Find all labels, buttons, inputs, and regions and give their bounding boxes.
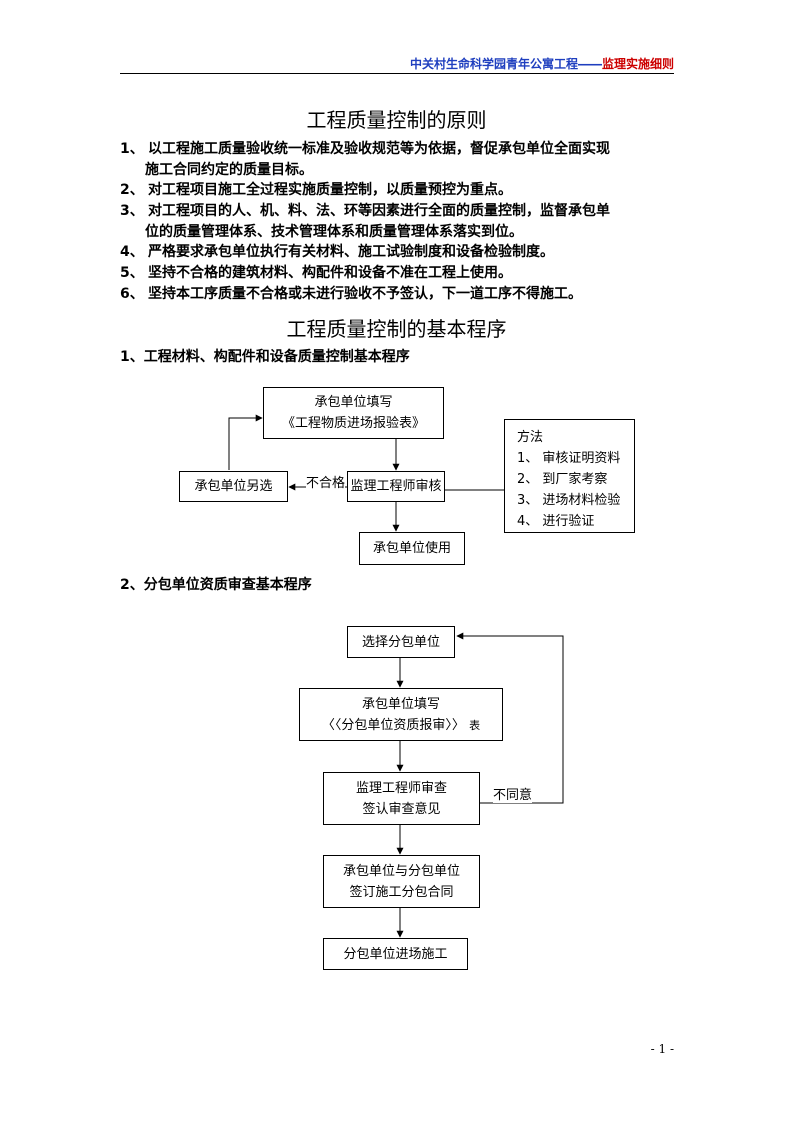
flow1-fill-form-box: 承包单位填写 《工程物质进场报验表》 [263,387,444,439]
subsection1-title: 1、工程材料、构配件和设备质量控制基本程序 [120,349,410,365]
item-number: 6、 [120,286,144,302]
item-text: 严格要求承包单位执行有关材料、施工试验制度和设备检验制度。 [148,244,554,260]
header-rule [120,73,674,74]
section1-title: 工程质量控制的原则 [306,108,487,132]
methods-item: 1、 审核证明资料 [517,451,621,466]
flow2-enter-box: 分包单位进场施工 [323,938,468,970]
item-text: 坚持不合格的建筑材料、构配件和设备不准在工程上使用。 [148,265,512,281]
principle-item-4: 4、严格要求承包单位执行有关材料、施工试验制度和设备检验制度。 [120,242,680,263]
item-text-cont: 施工合同约定的质量目标。 [145,162,313,178]
flow2-review-box: 监理工程师审查 签认审查意见 [323,772,480,825]
item-text: 对工程项目施工全过程实施质量控制，以质量预控为重点。 [148,182,512,198]
subsection2-title: 2、分包单位资质审查基本程序 [120,577,312,593]
flow2-reject-label: 不同意 [493,784,533,803]
box-text-suffix: 表 [469,718,481,732]
flow1-methods-box: 方法 1、 审核证明资料 2、 到厂家考察 3、 进场材料检验 4、 进行验证 [504,419,635,533]
item-number: 3、 [120,203,144,219]
principle-item-3: 3、对工程项目的人、机、料、法、环等因素进行全面的质量控制，监督承包单 位的质量… [120,201,680,243]
header-separator: ―― [577,57,602,71]
flow1-review-box: 监理工程师审核 [347,471,445,502]
flow1-use-box: 承包单位使用 [359,532,465,565]
box-text: 监理工程师审核 [350,479,442,494]
box-text: 承包单位填写 [314,395,393,410]
item-text: 对工程项目的人、机、料、法、环等因素进行全面的质量控制，监督承包单 [148,203,610,219]
box-text: 签订施工分包合同 [349,884,454,900]
item-number: 1、 [120,141,144,157]
item-text: 坚持本工序质量不合格或未进行验收不予签认，下一道工序不得施工。 [148,286,582,302]
page-header: 中关村生命科学园青年公寓工程――监理实施细则 [120,55,674,72]
page-number: - 1 - [650,1042,674,1056]
principle-item-5: 5、坚持不合格的建筑材料、构配件和设备不准在工程上使用。 [120,263,680,284]
flow2-contract-box: 承包单位与分包单位 签订施工分包合同 [323,855,480,908]
arrow-reject-loop [456,632,564,804]
box-text: 选择分包单位 [361,634,440,650]
box-text: 承包单位填写 [361,696,440,712]
flow2-connectors [396,632,564,938]
item-number: 4、 [120,244,144,260]
methods-item: 4、 进行验证 [517,514,595,529]
box-text: 承包单位另选 [194,479,273,494]
box-text: 《工程物质进场报验表》 [281,416,425,431]
header-project: 中关村生命科学园青年公寓工程 [409,57,578,71]
box-text: 分包单位进场施工 [343,946,448,962]
box-text-line2: 〈〈分包单位资质报审〉〉 表 [322,715,480,736]
item-number: 2、 [120,182,144,198]
box-text: 〈〈分包单位资质报审〉〉 [321,717,465,733]
flow2-select-box: 选择分包单位 [347,626,455,658]
box-text: 签认审查意见 [362,801,441,817]
item-text: 以工程施工质量验收统一标准及验收规范等为依据，督促承包单位全面实现 [148,141,610,157]
flow1-alt-box: 承包单位另选 [179,471,288,502]
principle-item-1: 1、以工程施工质量验收统一标准及验收规范等为依据，督促承包单位全面实现 施工合同… [120,139,680,181]
header-doc-type: 监理实施细则 [601,57,674,71]
box-text: 承包单位使用 [372,541,451,556]
methods-title: 方法 [517,430,544,445]
arrow-alt-to-fill [228,414,263,470]
principle-item-2: 2、对工程项目施工全过程实施质量控制，以质量预控为重点。 [120,180,680,201]
methods-item: 3、 进场材料检验 [517,493,621,508]
box-text: 承包单位与分包单位 [342,863,460,879]
box-text: 监理工程师审查 [355,780,447,796]
item-number: 5、 [120,265,144,281]
flow1-reject-label: 不合格 [306,472,346,491]
methods-item: 2、 到厂家考察 [517,472,608,487]
item-text-cont: 位的质量管理体系、技术管理体系和质量管理体系落实到位。 [145,224,523,240]
principle-item-6: 6、坚持本工序质量不合格或未进行验收不予签认，下一道工序不得施工。 [120,284,680,305]
section2-title: 工程质量控制的基本程序 [286,317,507,341]
flow2-fill-form-box: 承包单位填写 〈〈分包单位资质报审〉〉 表 [299,688,503,741]
